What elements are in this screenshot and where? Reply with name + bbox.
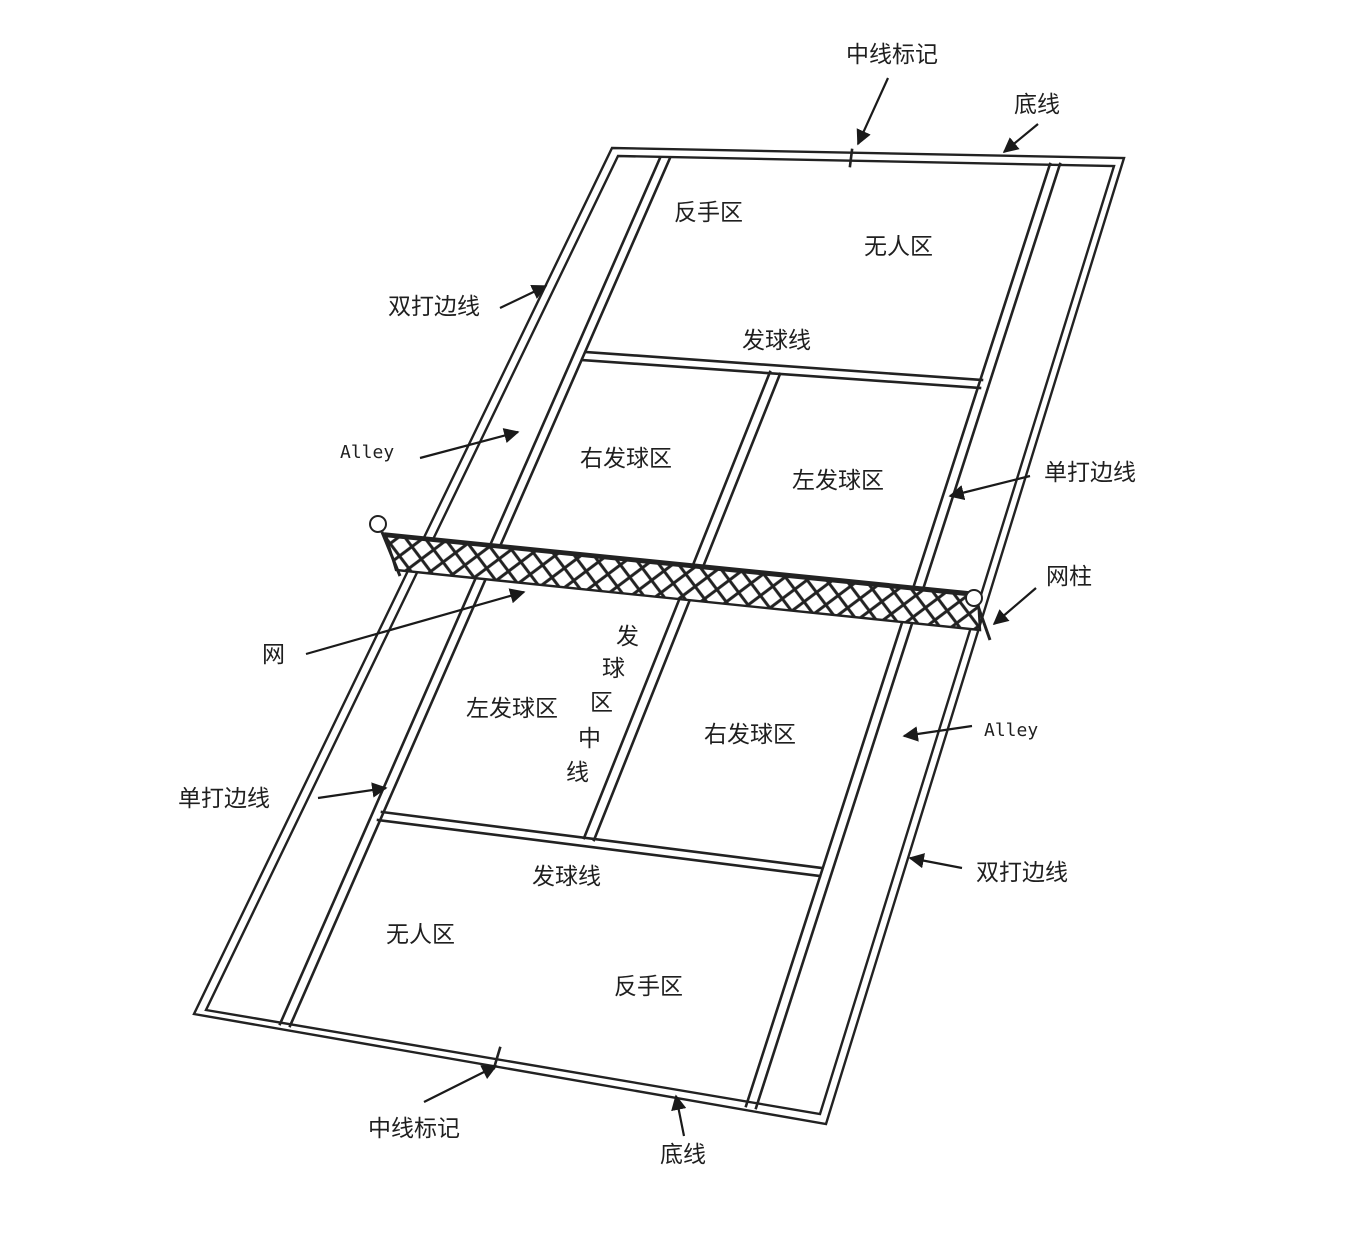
label-center-service-line-1: 发 [616, 624, 639, 650]
label-alley-left: Alley [340, 442, 394, 463]
label-doubles-sideline-left: 双打边线 [388, 294, 480, 320]
label-center-mark-top: 中线标记 [846, 42, 938, 68]
label-no-mans-land-bottom: 无人区 [386, 922, 455, 948]
label-right-service-box-top: 右发球区 [580, 446, 672, 472]
label-left-service-box-bottom: 左发球区 [466, 696, 558, 722]
label-singles-sideline-right: 单打边线 [1044, 460, 1136, 486]
label-center-service-line-3: 区 [590, 690, 613, 716]
arrow-center-mark-top [856, 77, 890, 146]
arrow-net-post [992, 587, 1037, 626]
arrow-singles-sideline-left [317, 782, 388, 800]
label-backhand-zone-bottom: 反手区 [614, 974, 683, 1000]
label-center-service-line-2: 球 [602, 656, 625, 682]
label-net-post: 网柱 [1046, 564, 1092, 590]
label-alley-right: Alley [984, 720, 1038, 741]
label-baseline-top: 底线 [1014, 92, 1060, 118]
center-mark-bottom [492, 1046, 502, 1070]
singles-sideline-right [744, 162, 1062, 1110]
arrow-baseline-bottom [671, 1094, 687, 1137]
label-left-service-box-top: 左发球区 [792, 468, 884, 494]
doubles-court-outline [192, 146, 1126, 1126]
service-line-bottom [376, 810, 824, 878]
label-net: 网 [262, 642, 285, 668]
arrow-alley-left [419, 428, 520, 460]
singles-sideline-left [278, 156, 672, 1028]
arrow-baseline-top [1002, 123, 1039, 153]
arrow-doubles-sideline-right [908, 853, 963, 870]
label-right-service-box-bottom: 右发球区 [704, 722, 796, 748]
center-mark-top [848, 148, 854, 168]
service-line-top [580, 350, 984, 390]
label-singles-sideline-left: 单打边线 [178, 786, 270, 812]
label-service-line-bottom: 发球线 [532, 864, 601, 890]
label-center-service-line-4: 中 [578, 726, 601, 752]
net-post-left [369, 515, 402, 577]
arrow-net [305, 588, 526, 656]
label-service-line-top: 发球线 [742, 328, 811, 354]
label-center-mark-bottom: 中线标记 [368, 1116, 460, 1142]
arrow-center-mark-bottom [423, 1065, 498, 1103]
label-baseline-bottom: 底线 [660, 1142, 706, 1168]
label-doubles-sideline-right: 双打边线 [976, 860, 1068, 886]
arrow-singles-sideline-right [948, 474, 1031, 501]
net-post-right [965, 589, 992, 641]
arrow-doubles-sideline-left [499, 285, 548, 309]
label-no-mans-land-top: 无人区 [864, 234, 933, 260]
center-service-line [582, 370, 782, 842]
arrow-alley-right [902, 724, 973, 742]
label-center-service-line-5: 线 [566, 760, 589, 786]
label-backhand-zone-top: 反手区 [674, 200, 743, 226]
